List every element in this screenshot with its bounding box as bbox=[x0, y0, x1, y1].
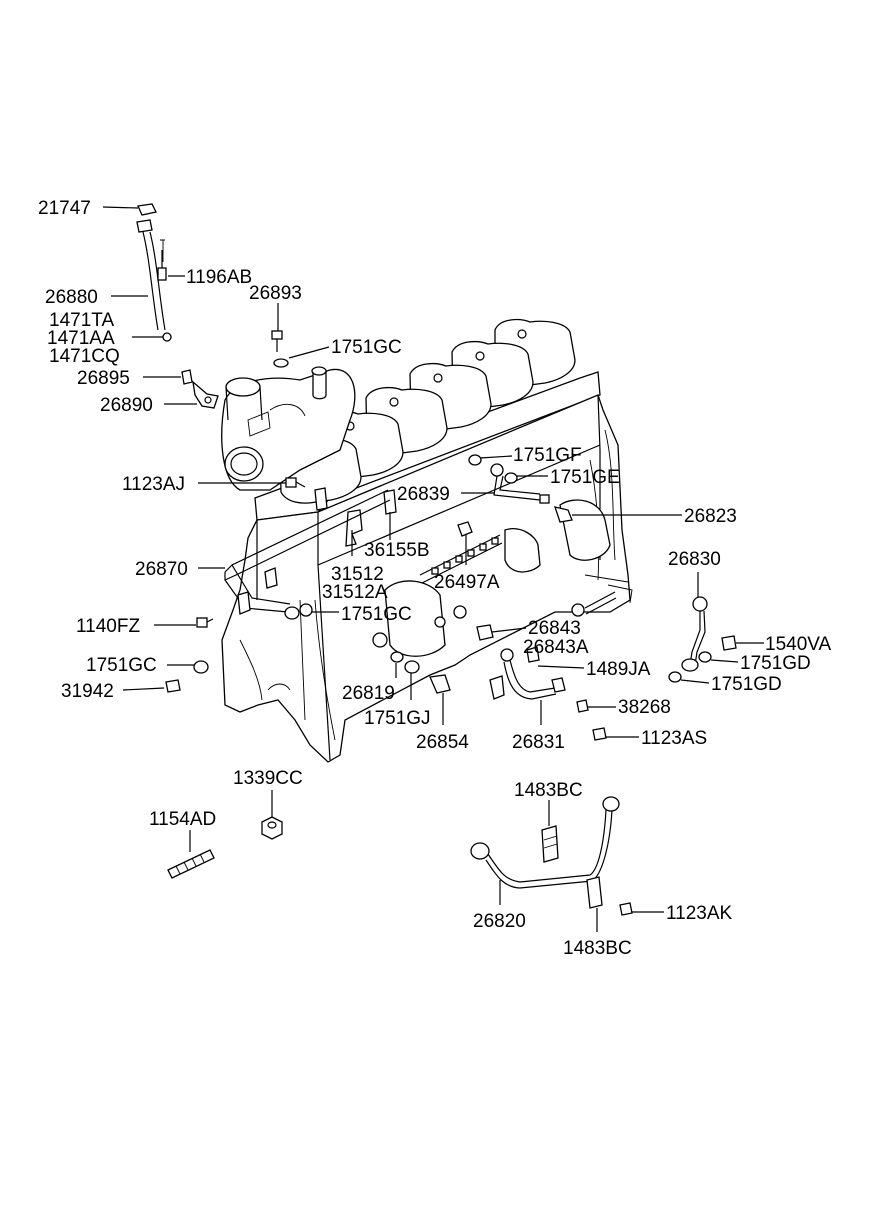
part-label-1140FZ: 1140FZ bbox=[76, 616, 140, 637]
part-label-26854: 26854 bbox=[416, 732, 469, 753]
small-fasteners bbox=[165, 330, 737, 879]
part-label-1483BC-top: 1483BC bbox=[514, 780, 583, 801]
part-label-21747: 21747 bbox=[38, 198, 91, 219]
part-label-31512: 31512 bbox=[331, 564, 384, 585]
part-label-26497A: 26497A bbox=[434, 572, 500, 593]
part-label-26823: 26823 bbox=[684, 506, 737, 527]
part-label-1489JA: 1489JA bbox=[586, 659, 651, 680]
part-label-1751GC-mid: 1751GC bbox=[341, 604, 412, 625]
part-label-26820: 26820 bbox=[473, 911, 526, 932]
part-label-1123AK: 1123AK bbox=[666, 903, 733, 924]
dipstick-assembly bbox=[136, 203, 172, 342]
part-label-1471TA: 1471TA bbox=[49, 310, 114, 331]
part-label-1483BC-bottom: 1483BC bbox=[563, 938, 632, 959]
part-label-31942: 31942 bbox=[61, 681, 114, 702]
part-label-26895: 26895 bbox=[77, 368, 130, 389]
leader-lines bbox=[102, 206, 764, 932]
part-label-1339CC: 1339CC bbox=[233, 768, 303, 789]
part-label-26843A: 26843A bbox=[523, 637, 589, 658]
part-label-1751GD-1: 1751GD bbox=[740, 653, 811, 674]
part-label-26890: 26890 bbox=[100, 395, 153, 416]
part-label-1471AA: 1471AA bbox=[47, 328, 115, 349]
part-label-38268: 38268 bbox=[618, 697, 671, 718]
part-label-1751GC: 1751GC bbox=[331, 337, 402, 358]
part-label-1123AS: 1123AS bbox=[641, 728, 707, 749]
part-label-1540VA: 1540VA bbox=[765, 634, 832, 655]
part-label-31512A: 31512A bbox=[322, 582, 388, 603]
part-label-1751GJ: 1751GJ bbox=[364, 708, 431, 729]
part-label-26819: 26819 bbox=[342, 683, 395, 704]
part-label-26870: 26870 bbox=[135, 559, 188, 580]
part-label-1751GF: 1751GF bbox=[513, 445, 582, 466]
part-number-labels: 21747 1196AB 26880 26893 1471TA 1471AA 1… bbox=[38, 198, 832, 959]
part-label-26839: 26839 bbox=[397, 484, 450, 505]
part-label-26880: 26880 bbox=[45, 287, 98, 308]
part-label-1471CQ: 1471CQ bbox=[49, 346, 120, 367]
part-label-26831: 26831 bbox=[512, 732, 565, 753]
part-label-36155B: 36155B bbox=[364, 540, 430, 561]
part-label-1154AD: 1154AD bbox=[149, 809, 216, 830]
part-label-26893: 26893 bbox=[249, 283, 302, 304]
part-label-26830: 26830 bbox=[668, 549, 721, 570]
part-label-1751GD-2: 1751GD bbox=[711, 674, 782, 695]
knock-sensor-harness-26820 bbox=[470, 796, 633, 916]
part-label-26843: 26843 bbox=[528, 618, 581, 639]
part-label-1196AB: 1196AB bbox=[186, 267, 252, 288]
part-label-1751GE: 1751GE bbox=[550, 467, 620, 488]
part-label-1123AJ: 1123AJ bbox=[122, 474, 185, 495]
part-label-1751GC-low: 1751GC bbox=[86, 655, 157, 676]
